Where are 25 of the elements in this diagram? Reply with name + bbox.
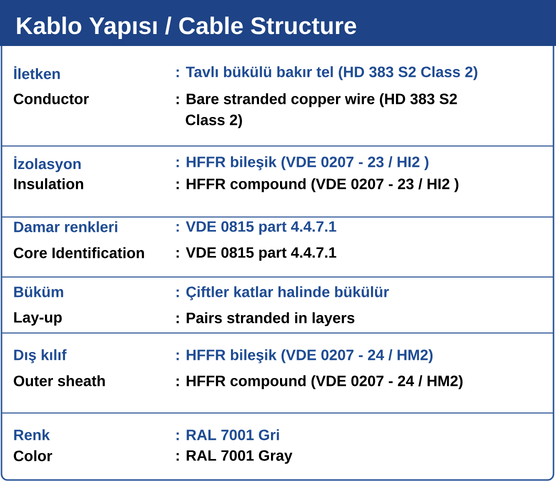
row-value: : HFFR compound (VDE 0207 - 23 / HI2 ): [176, 178, 458, 192]
row-value: : RAL 7001 Gray: [176, 450, 292, 464]
row-label: Conductor: [14, 93, 89, 104]
row-label: Lay-up: [14, 312, 62, 326]
title-bar: Kablo Yapısı / Cable Structure: [0, 0, 556, 46]
row-label: Color: [14, 450, 52, 462]
row-value: : Pairs stranded in layers: [176, 312, 354, 326]
row-value: : HFFR bileşik (VDE 0207 - 23 / HI2 ): [176, 156, 428, 170]
row-label: Dış kılıf: [14, 349, 67, 364]
row-value: : Bare stranded copper wire (HD 383 S2 Class 2): [176, 93, 457, 128]
row-value: : Tavlı bükülü bakır tel (HD 383 S2 Class 2): [176, 66, 478, 80]
row-label: Renk: [14, 429, 50, 440]
row-label: Insulation: [14, 178, 84, 190]
row-value: : RAL 7001 Gri: [176, 429, 279, 440]
row-value: : Çiftler katlar halinde bükülür: [176, 286, 389, 300]
row-label: İletken: [14, 66, 60, 80]
row-value: : VDE 0815 part 4.4.7.1: [176, 221, 336, 235]
row-label: Core Identification: [14, 247, 144, 258]
row-label: İzolasyon: [14, 156, 81, 172]
row-value: : HFFR compound (VDE 0207 - 24 / HM2): [176, 375, 463, 390]
row-value: : HFFR bileşik (VDE 0207 - 24 / HM2): [176, 349, 433, 364]
row-label: Damar renkleri: [14, 221, 118, 232]
row-label: Büküm: [14, 286, 64, 298]
row-label: Outer sheath: [14, 375, 105, 386]
row-value: : VDE 0815 part 4.4.7.1: [176, 247, 336, 261]
